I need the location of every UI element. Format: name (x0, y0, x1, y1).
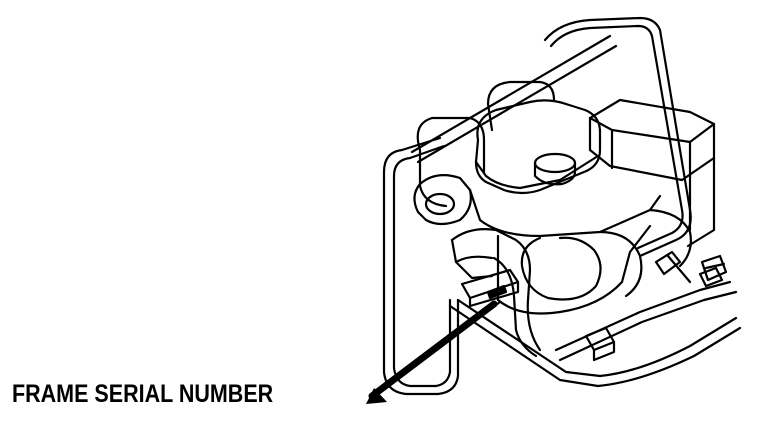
callout-label: FRAME SERIAL NUMBER (12, 380, 274, 408)
frame-rear-loop (412, 18, 691, 256)
engine-block (470, 190, 726, 314)
pump-volute (452, 229, 540, 356)
engine-cylinder (488, 82, 554, 130)
callout-arrow (366, 302, 500, 404)
frame-front-loop (384, 138, 458, 394)
frame-base (450, 268, 740, 386)
air-cleaner (590, 100, 714, 246)
recoil-starter (414, 118, 484, 224)
fuel-tank (476, 100, 600, 193)
